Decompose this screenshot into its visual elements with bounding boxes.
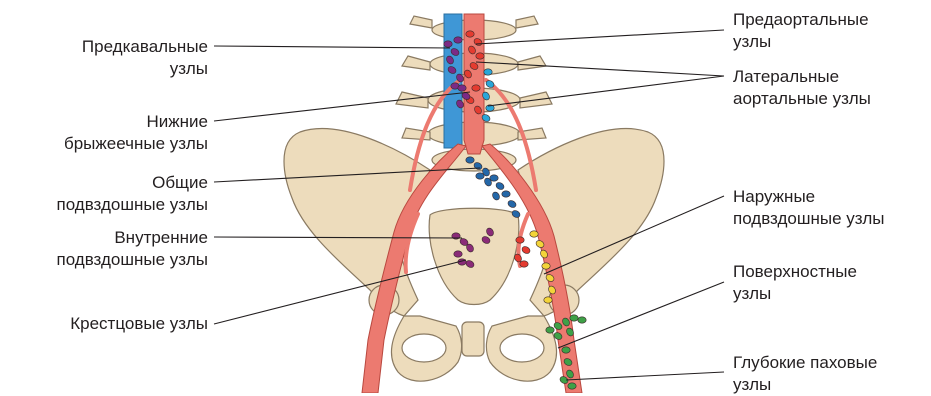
superficial-node [570, 315, 578, 321]
label-line: аортальные узлы [733, 88, 928, 110]
label-sacral-nodes: Крестцовые узлы [8, 313, 208, 335]
label-common-iliac-nodes: Общие подвздошные узлы [8, 172, 208, 216]
internal-iliac-node [454, 251, 462, 257]
deep-inguinal-node [568, 383, 576, 389]
label-deep-inguinal-nodes: Глубокие паховые узлы [733, 352, 928, 396]
common-iliac-node [495, 181, 505, 191]
external-iliac-node [530, 231, 538, 237]
label-precaval-nodes: Предкавальные узлы [8, 36, 208, 80]
label-line: Наружные [733, 186, 928, 208]
preaortic-node [466, 31, 474, 37]
label-line: брыжеечные узлы [8, 133, 208, 155]
preaortic-node [472, 85, 480, 91]
label-internal-iliac-nodes: Внутренние подвздошные узлы [8, 227, 208, 271]
leader-deep-inguinal [566, 372, 724, 380]
leader-sacral [214, 260, 466, 324]
common-iliac-node [476, 173, 484, 179]
common-iliac-node [491, 191, 501, 201]
leader-internal-iliac [214, 237, 462, 238]
label-line: Крестцовые узлы [8, 313, 208, 335]
label-line: подвздошные узлы [8, 249, 208, 271]
label-line: Латеральные [733, 66, 928, 88]
inferior-mesenteric-node [458, 85, 466, 91]
label-line: Нижние [8, 111, 208, 133]
label-line: подвздошные узлы [8, 194, 208, 216]
label-line: узлы [8, 58, 208, 80]
preaortic-node [476, 53, 484, 59]
label-inferior-mesenteric-nodes: Нижние брыжеечные узлы [8, 111, 208, 155]
superficial-node [546, 327, 554, 333]
sacrum [429, 208, 519, 304]
common-iliac-node [490, 175, 498, 181]
external-iliac-node-red [516, 237, 524, 243]
common-iliac-node [502, 191, 510, 197]
common-iliac-node [507, 199, 517, 209]
lateral-aortic-node [484, 69, 492, 75]
external-iliac-node [542, 263, 550, 269]
leader-lateral-aortic-b [488, 76, 724, 106]
label-line: Общие [8, 172, 208, 194]
label-line: узлы [733, 283, 928, 305]
leader-precaval [214, 46, 450, 48]
label-line: Внутренние [8, 227, 208, 249]
label-external-iliac-nodes: Наружные подвздошные узлы [733, 186, 928, 230]
label-superficial-nodes: Поверхностные узлы [733, 261, 928, 305]
right-obturator [500, 334, 544, 362]
external-iliac-node [544, 297, 552, 303]
external-iliac-node-red [520, 261, 528, 267]
label-lateral-aortic-nodes: Латеральные аортальные узлы [733, 66, 928, 110]
label-line: Предаортальные [733, 9, 928, 31]
precaval-node [444, 41, 452, 47]
label-line: Глубокие паховые [733, 352, 928, 374]
label-line: узлы [733, 31, 928, 53]
label-line: подвздошные узлы [733, 208, 928, 230]
superficial-node [578, 317, 586, 323]
common-iliac-node [466, 157, 474, 163]
left-obturator [402, 334, 446, 362]
leader-superficial [558, 282, 724, 348]
deep-inguinal-node [562, 347, 570, 353]
pubic-symphysis [462, 322, 484, 356]
label-line: Предкавальные [8, 36, 208, 58]
label-line: Поверхностные [733, 261, 928, 283]
precaval-node [454, 37, 462, 43]
label-preaortic-nodes: Предаортальные узлы [733, 9, 928, 53]
external-iliac-node-red [521, 245, 531, 255]
